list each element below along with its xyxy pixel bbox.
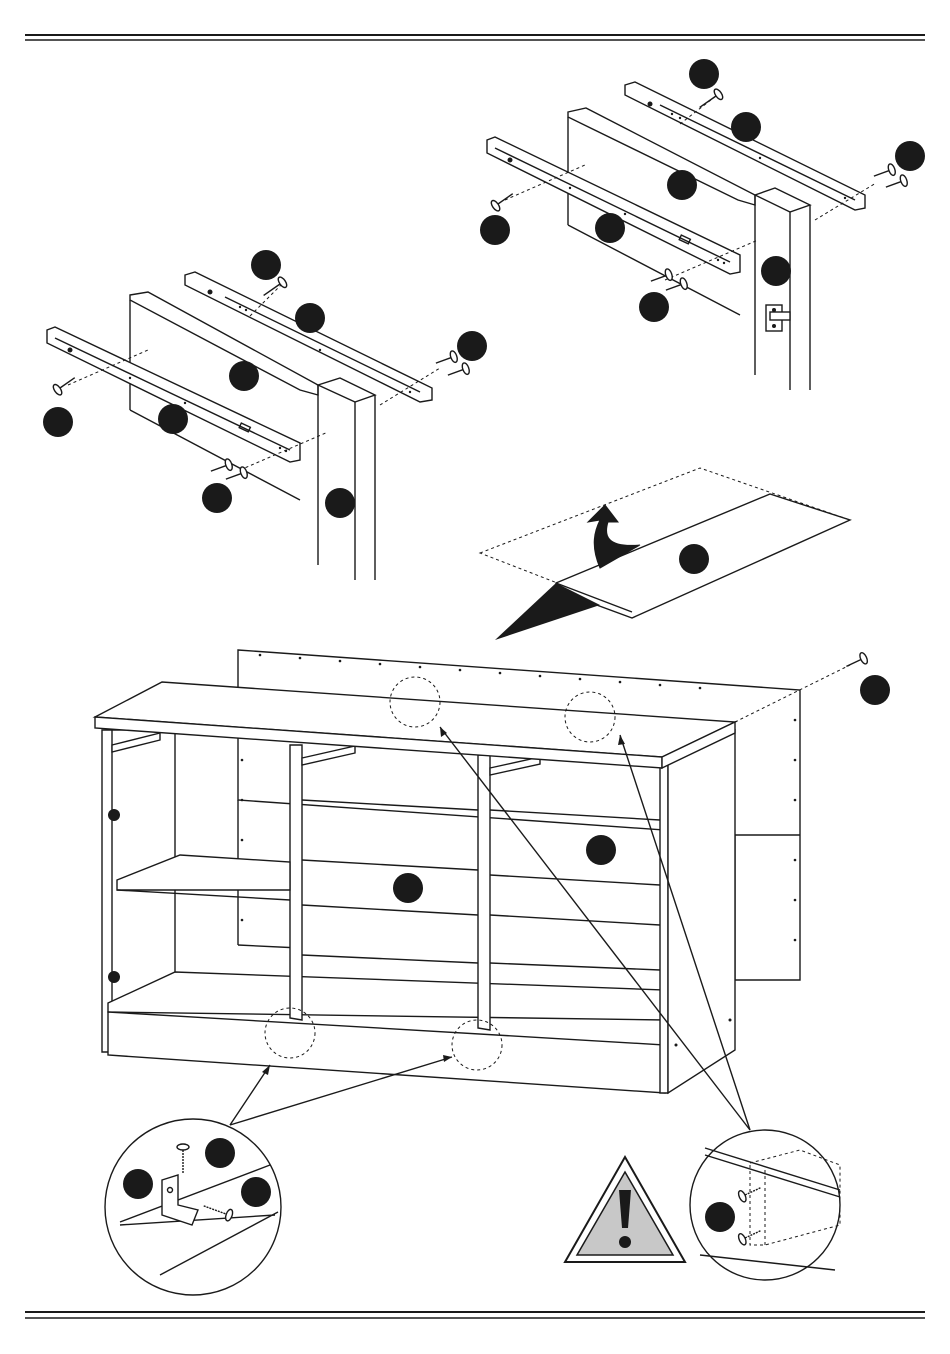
- warning-triangle-icon: [565, 1157, 685, 1262]
- screw-icon: [844, 652, 869, 672]
- drawer-slide-assembly-left: [43, 250, 487, 580]
- part-badge-icon: [679, 544, 709, 574]
- cabinet-side-panel: [755, 188, 810, 212]
- cabinet-shelf-left: [117, 855, 290, 890]
- part-badge-icon: [705, 1202, 735, 1232]
- part-badge-icon: [457, 331, 487, 361]
- part-badge-icon: [586, 835, 616, 865]
- footer-rule: [25, 1312, 925, 1318]
- cabinet-partition-right: [478, 755, 490, 1030]
- part-badge-icon: [43, 407, 73, 437]
- header-rule: [25, 35, 925, 40]
- part-badge-icon: [595, 213, 625, 243]
- part-badge-icon: [761, 256, 791, 286]
- screw-icon: [52, 373, 79, 397]
- cabinet-rail-left: [112, 733, 160, 752]
- part-badge-icon: [639, 292, 669, 322]
- corner-bracket-detail: [105, 1119, 281, 1295]
- part-badge-icon: [860, 675, 890, 705]
- back-panel-slide: [480, 468, 850, 640]
- part-badge-icon: [689, 59, 719, 89]
- part-badge-icon: [325, 488, 355, 518]
- part-badge-icon: [123, 1169, 153, 1199]
- part-badge-icon: [667, 170, 697, 200]
- part-badge-icon: [205, 1138, 235, 1168]
- drawer-slide-assembly-right: [480, 59, 925, 390]
- part-badge-icon: [295, 303, 325, 333]
- cabinet-bottom-board: [108, 972, 665, 1020]
- screw-icon: [490, 189, 517, 213]
- hinge-icon: [108, 971, 120, 983]
- part-badge-icon: [393, 873, 423, 903]
- part-badge-icon: [480, 215, 510, 245]
- screw-icon: [446, 362, 471, 381]
- part-badge-icon: [895, 141, 925, 171]
- screw-icon: [434, 350, 459, 369]
- screw-icon: [884, 174, 909, 193]
- screw-icon: [872, 163, 897, 182]
- screw-icon: [209, 458, 234, 477]
- part-badge-icon: [251, 250, 281, 280]
- part-badge-icon: [229, 361, 259, 391]
- top-screw-detail: [690, 1130, 840, 1280]
- cabinet-plinth: [108, 1012, 665, 1093]
- screw-icon: [649, 268, 674, 287]
- part-badge-icon: [731, 112, 761, 142]
- hinge-icon: [108, 809, 120, 821]
- cabinet-assembly: [95, 650, 890, 1093]
- part-badge-icon: [202, 483, 232, 513]
- screw-icon: [664, 277, 689, 296]
- part-badge-icon: [158, 404, 188, 434]
- part-badge-icon: [241, 1177, 271, 1207]
- cabinet-right-side: [660, 765, 668, 1093]
- cabinet-side-panel: [318, 378, 375, 402]
- cabinet-partition-left: [290, 745, 302, 1020]
- hinge-icon: [766, 305, 790, 331]
